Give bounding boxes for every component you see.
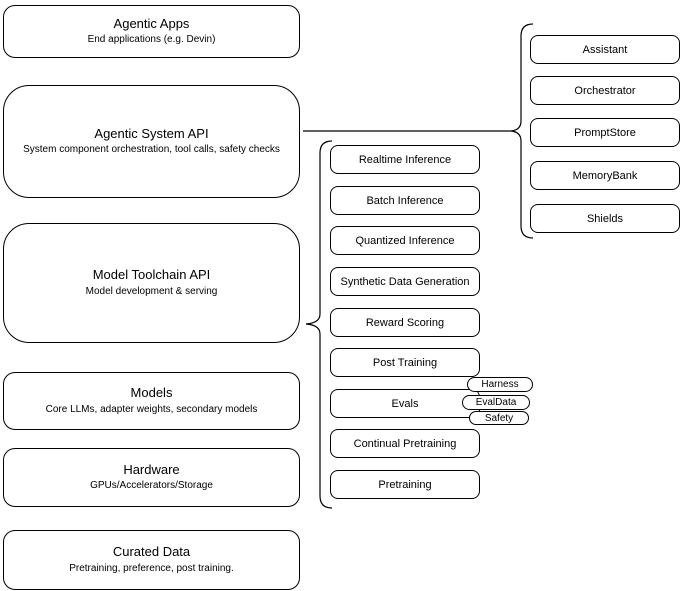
component-box-shields: Shields [530,204,680,233]
component-box-memorybank: MemoryBank [530,161,680,190]
eval-tag-safety: Safety [469,411,529,425]
toolchain-box-evals: Evals [330,389,480,418]
curated-data-subtitle: Pretraining, preference, post training. [69,562,234,574]
curated-data-title: Curated Data [112,544,191,560]
toolchain-box-reward-scoring: Reward Scoring [330,308,480,337]
agentic-apps-title: Agentic Apps [113,15,190,31]
toolchain-box-synthetic-data-generation: Synthetic Data Generation [330,267,480,296]
hardware-subtitle: GPUs/Accelerators/Storage [90,480,213,492]
agentic-system-api-title: Agentic System API [94,125,209,141]
toolchain-box-quantized-inference: Quantized Inference [330,226,480,255]
eval-tag-evaldata: EvalData [462,395,530,410]
box-model-toolchain-api: Model Toolchain API Model development & … [3,223,300,343]
component-box-orchestrator: Orchestrator [530,76,680,105]
eval-tag-harness: Harness [467,377,533,392]
toolchain-box-pretraining: Pretraining [330,470,480,499]
toolchain-box-batch-inference: Batch Inference [330,186,480,215]
box-agentic-apps: Agentic Apps End applications (e.g. Devi… [3,5,300,58]
box-hardware: Hardware GPUs/Accelerators/Storage [3,448,300,507]
box-agentic-system-api: Agentic System API System component orch… [3,85,300,198]
box-curated-data: Curated Data Pretraining, preference, po… [3,530,300,590]
toolchain-bracket [305,140,333,509]
component-box-assistant: Assistant [530,35,680,64]
box-models: Models Core LLMs, adapter weights, secon… [3,372,300,430]
agentic-apps-subtitle: End applications (e.g. Devin) [87,34,216,46]
component-box-promptstore: PromptStore [530,118,680,147]
toolchain-box-realtime-inference: Realtime Inference [330,145,480,174]
model-toolchain-api-title: Model Toolchain API [92,267,211,283]
toolchain-box-post-training: Post Training [330,348,480,377]
model-toolchain-api-subtitle: Model development & serving [85,285,218,297]
agentic-system-api-subtitle: System component orchestration, tool cal… [23,144,280,156]
hardware-title: Hardware [123,461,180,477]
toolchain-box-continual-pretraining: Continual Pretraining [330,429,480,458]
models-title: Models [130,385,173,401]
models-subtitle: Core LLMs, adapter weights, secondary mo… [45,403,258,415]
